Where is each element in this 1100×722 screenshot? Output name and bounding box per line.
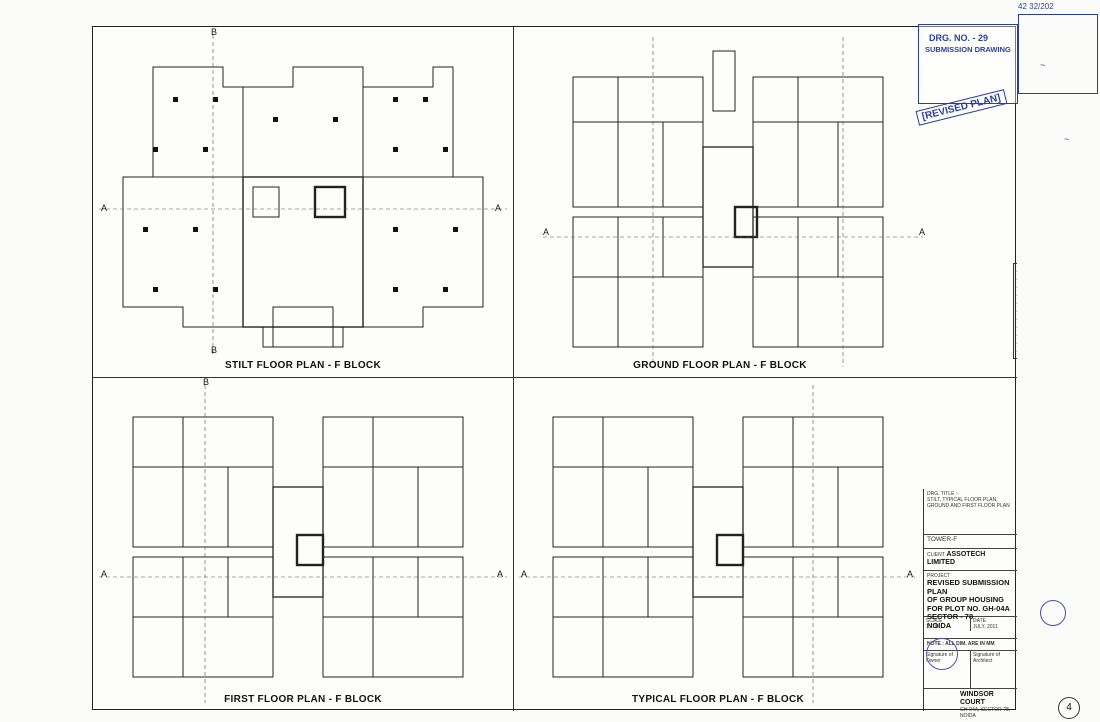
stilt-floor-plan: A A B B STILT FLOOR PLAN - F BLOCK [93,27,514,378]
ground-floor-plan: A A GROUND FLOOR PLAN - F BLOCK [513,27,1017,378]
area-statement-table [1013,263,1017,359]
ground-floor-plan-drawing [543,37,923,367]
signature-mark-1: ~ [1040,60,1046,70]
page-number: 4 [1058,697,1080,719]
client-label: CLIENT [927,552,945,558]
project-line-3: FOR PLOT NO. GH-04A [927,603,1010,613]
first-mark-a-right: A [497,569,504,579]
date-value: JULY, 2011 [973,624,998,630]
typical-plan-title: TYPICAL FLOOR PLAN - F BLOCK [631,694,805,705]
project-line-4: SECTOR - 78 [927,612,974,621]
project-label: PROJECT [927,573,951,579]
drg-title-label: DRG. TITLE :- [927,491,959,497]
authority-stamp [1018,14,1098,94]
section-mark-a-right: A [495,203,502,213]
title-block: DRG. TITLE :- STILT, TYPICAL FLOOR PLAN,… [923,489,1017,719]
dimension-note: NOTE : ALL DIM. ARE IN MM [927,641,995,647]
tower-label: TOWER-F [927,536,958,543]
drg-number: DRG. NO. - 29 [929,33,989,43]
drawing-sheet: A A B B STILT FLOOR PLAN - F BLOCK [92,26,1017,719]
typical-mark-a-left: A [521,569,528,579]
first-floor-plan: B A A FIRST FLOOR PLAN - F BLOCK [93,377,514,711]
typical-floor-plan-drawing [519,385,917,703]
official-seal-icon [926,638,958,670]
scale-label: SCALE [926,618,943,624]
project-address: GH-04A, SECTOR-78, NOIDA [960,707,1011,719]
first-mark-a-left: A [101,569,108,579]
project-line-5: NOIDA [927,620,952,630]
ground-mark-a-left: A [543,227,550,237]
submission-label: SUBMISSION DRAWING [925,45,1011,54]
project-line-2: OF GROUP HOUSING [927,595,1004,604]
first-mark-b-top: B [203,377,210,387]
section-mark-a-left: A [101,203,108,213]
ground-mark-a-right: A [919,227,926,237]
project-name: WINDSOR COURT [960,691,994,706]
corner-file-number: 42 32/202 [1018,2,1054,11]
date-label: DATE [973,618,986,624]
signature-mark-2: ~ [1064,134,1070,144]
client-name: ASSOTECH LIMITED [927,551,986,566]
architect-signature-label: Signature of Architect [973,652,1000,664]
drg-title: STILT, TYPICAL FLOOR PLAN, GROUND AND FI… [927,497,1010,509]
stilt-plan-title: STILT FLOOR PLAN - F BLOCK [225,360,381,371]
typical-floor-plan: A A TYPICAL FLOOR PLAN - F BLOCK [513,377,923,711]
section-mark-b-bottom: B [211,345,218,355]
submission-stamp: DRG. NO. - 29 SUBMISSION DRAWING [918,24,1018,104]
scale-value: 1:100 [926,624,939,630]
first-floor-plan-drawing [99,385,507,703]
first-plan-title: FIRST FLOOR PLAN - F BLOCK [224,694,382,705]
stilt-floor-plan-drawing [99,35,507,357]
ground-plan-title: GROUND FLOOR PLAN - F BLOCK [633,360,807,371]
project-line-1: REVISED SUBMISSION PLAN [927,578,1010,596]
section-mark-b-top: B [211,27,218,37]
typical-mark-a-right: A [907,569,914,579]
architect-seal-icon [1040,600,1066,626]
